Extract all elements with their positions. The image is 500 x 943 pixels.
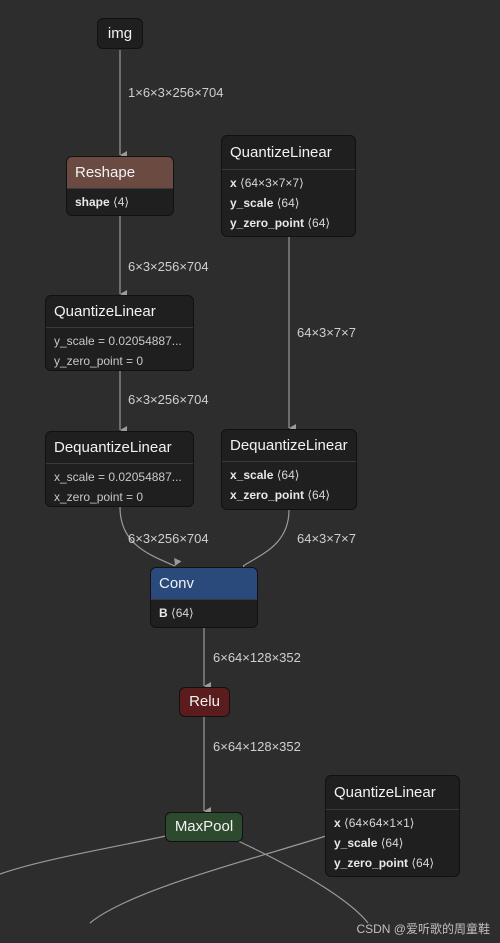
node-reshape[interactable]: Reshape shape ⟨4⟩ xyxy=(66,156,174,216)
node-conv-title: Conv xyxy=(151,568,257,599)
watermark: CSDN @爱听歌的周童鞋 xyxy=(356,922,490,936)
node-ql2-title: QuantizeLinear xyxy=(230,144,332,161)
edge-label-dql1-conv: 6×3×256×704 xyxy=(128,531,209,546)
node-ql2-attrs: x ⟨64×3×7×7⟩ y_scale ⟨64⟩ y_zero_point ⟨… xyxy=(222,169,355,236)
edge-label-reshape-ql1: 6×3×256×704 xyxy=(128,259,209,274)
edge-label-dql2-conv: 64×3×7×7 xyxy=(297,531,356,546)
attr-row: y_zero_point = 0 xyxy=(54,354,144,368)
node-reshape-title: Reshape xyxy=(67,157,173,188)
node-maxpool-title: MaxPool xyxy=(174,818,234,835)
node-relu-title: Relu xyxy=(189,693,220,710)
edge-label-ql1-dql1: 6×3×256×704 xyxy=(128,392,209,407)
node-ql3-attrs: x ⟨64×64×1×1⟩ y_scale ⟨64⟩ y_zero_point … xyxy=(326,809,459,876)
node-quantizelinear-3[interactable]: QuantizeLinear x ⟨64×64×1×1⟩ y_scale ⟨64… xyxy=(325,775,460,877)
node-dequantizelinear-2[interactable]: DequantizeLinear x_scale ⟨64⟩ x_zero_poi… xyxy=(221,429,357,510)
attr-row: y_scale ⟨64⟩ xyxy=(230,193,347,213)
attr-row: y_zero_point ⟨64⟩ xyxy=(230,213,347,233)
attr-row: y_zero_point ⟨64⟩ xyxy=(334,853,451,873)
attr-key: y_scale xyxy=(230,196,274,210)
edge-maxpool-out-left xyxy=(0,835,167,875)
node-ql3-title: QuantizeLinear xyxy=(334,784,436,801)
attr-value: ⟨64⟩ xyxy=(307,488,331,502)
attr-key: x_scale xyxy=(230,468,274,482)
attr-row: x ⟨64×64×1×1⟩ xyxy=(334,813,451,833)
node-conv[interactable]: Conv B ⟨64⟩ xyxy=(150,567,258,628)
node-conv-attrs: B ⟨64⟩ xyxy=(151,599,257,627)
attr-row: shape ⟨4⟩ xyxy=(75,192,165,212)
attr-value: ⟨64⟩ xyxy=(380,836,404,850)
node-dequantizelinear-1[interactable]: DequantizeLinear x_scale = 0.02054887...… xyxy=(45,431,194,507)
attr-value: ⟨4⟩ xyxy=(113,195,130,209)
node-quantizelinear-1[interactable]: QuantizeLinear y_scale = 0.02054887... y… xyxy=(45,295,194,371)
attr-value: ⟨64×64×1×1⟩ xyxy=(344,816,415,830)
node-reshape-attrs: shape ⟨4⟩ xyxy=(67,188,173,215)
edge-dql2-conv xyxy=(242,509,290,575)
node-dql2-title: DequantizeLinear xyxy=(230,437,348,454)
attr-key: y_zero_point xyxy=(334,856,409,870)
attr-row: x_zero_point = 0 xyxy=(54,490,144,504)
edge-label-conv-relu: 6×64×128×352 xyxy=(213,650,301,665)
node-dql1-title: DequantizeLinear xyxy=(54,439,172,456)
edge-maxpool-out-right xyxy=(235,839,369,924)
attr-key: B xyxy=(159,606,168,620)
attr-row: y_scale = 0.02054887... xyxy=(54,334,182,348)
attr-key: x xyxy=(334,816,341,830)
attr-value: ⟨64×3×7×7⟩ xyxy=(240,176,304,190)
attr-value: ⟨64⟩ xyxy=(276,468,300,482)
node-maxpool[interactable]: MaxPool xyxy=(165,812,243,842)
edge-dql1-conv xyxy=(119,506,182,567)
attr-key: y_scale xyxy=(334,836,378,850)
attr-key: x xyxy=(230,176,237,190)
node-dql2-attrs: x_scale ⟨64⟩ x_zero_point ⟨64⟩ xyxy=(222,461,356,509)
attr-value: ⟨64⟩ xyxy=(307,216,331,230)
edge-label-ql2-dql2: 64×3×7×7 xyxy=(297,325,356,340)
node-ql1-attrs: y_scale = 0.02054887... y_zero_point = 0 xyxy=(46,327,193,370)
node-img-title: img xyxy=(107,25,133,42)
node-ql1-title: QuantizeLinear xyxy=(54,303,156,320)
attr-value: ⟨64⟩ xyxy=(411,856,435,870)
attr-row: B ⟨64⟩ xyxy=(159,603,249,623)
attr-row: x ⟨64×3×7×7⟩ xyxy=(230,173,347,193)
attr-row: y_scale ⟨64⟩ xyxy=(334,833,451,853)
attr-row: x_scale = 0.02054887... xyxy=(54,470,182,484)
attr-key: shape xyxy=(75,195,110,209)
node-img[interactable]: img xyxy=(97,18,143,49)
edge-ql3-out xyxy=(89,835,327,924)
node-quantizelinear-2[interactable]: QuantizeLinear x ⟨64×3×7×7⟩ y_scale ⟨64⟩… xyxy=(221,135,356,237)
attr-value: ⟨64⟩ xyxy=(171,606,194,620)
attr-key: x_zero_point xyxy=(230,488,305,502)
attr-key: y_zero_point xyxy=(230,216,305,230)
edge-label-relu-maxpool: 6×64×128×352 xyxy=(213,739,301,754)
attr-row: x_zero_point ⟨64⟩ xyxy=(230,485,348,505)
edge-label-img-reshape: 1×6×3×256×704 xyxy=(128,85,224,100)
attr-value: ⟨64⟩ xyxy=(276,196,300,210)
node-dql1-attrs: x_scale = 0.02054887... x_zero_point = 0 xyxy=(46,463,193,506)
attr-row: x_scale ⟨64⟩ xyxy=(230,465,348,485)
node-relu[interactable]: Relu xyxy=(179,687,230,717)
